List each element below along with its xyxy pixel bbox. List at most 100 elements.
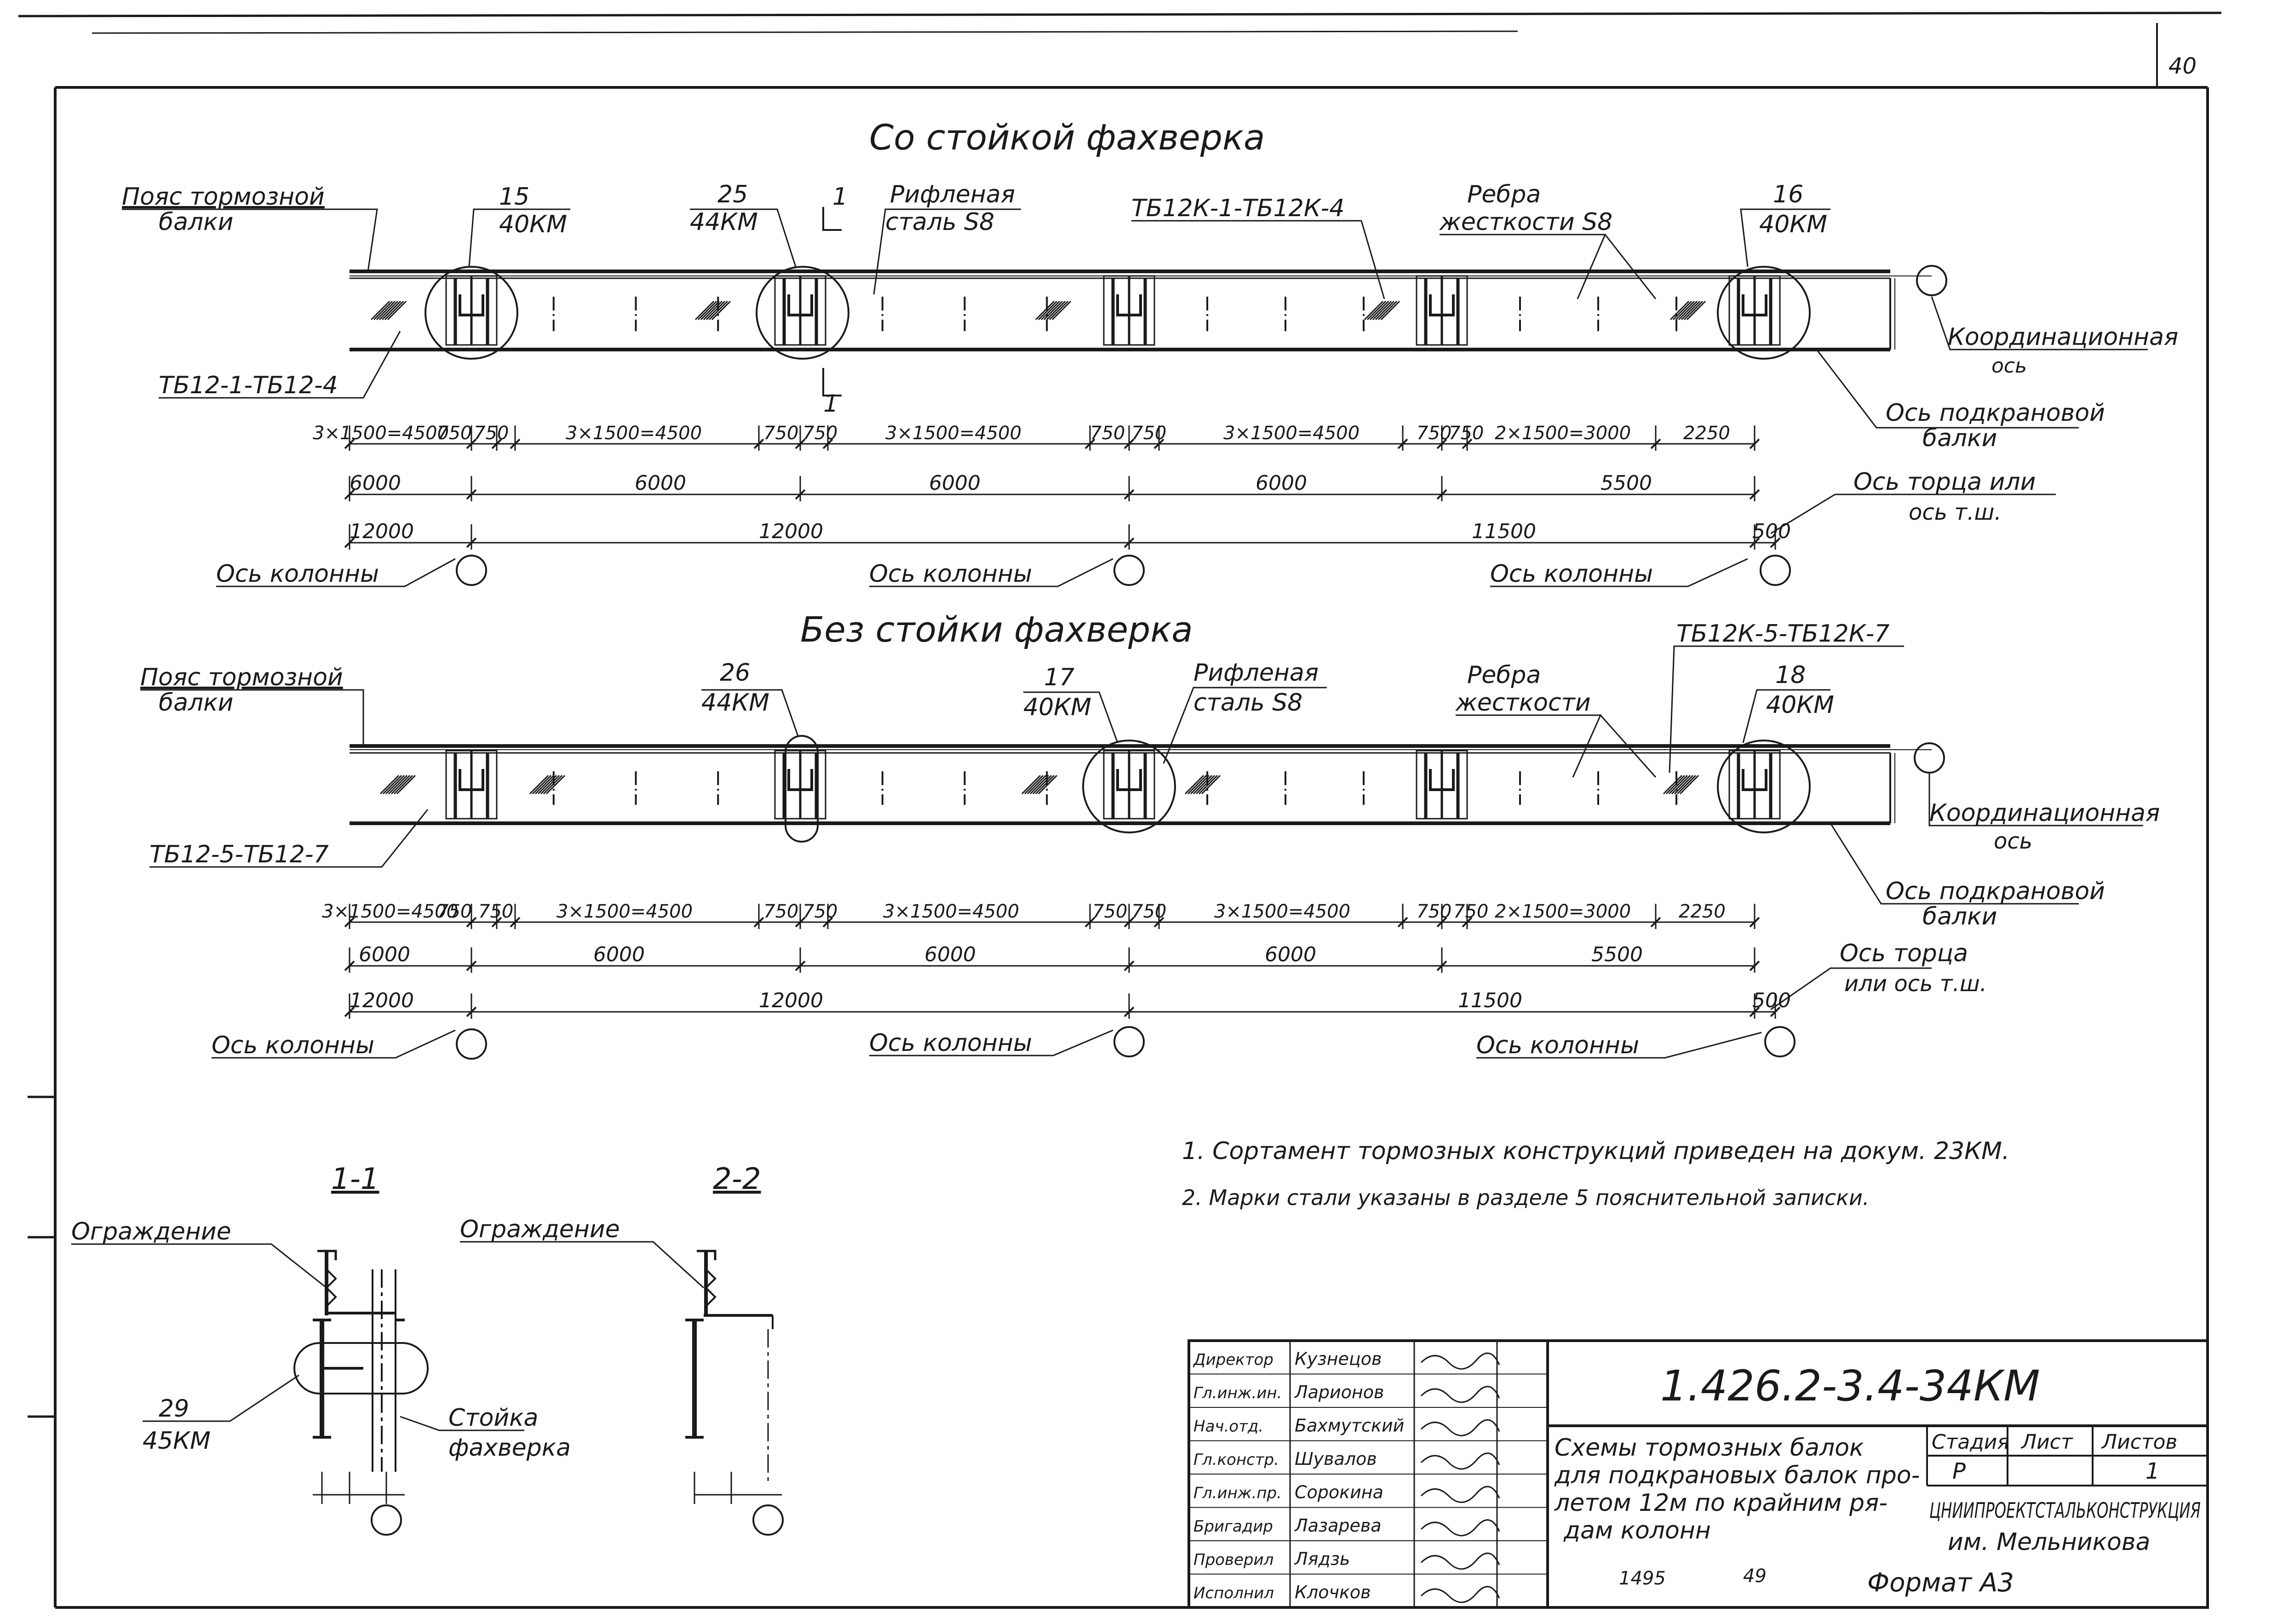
bottom-column-axis-3: Ось колонны	[1476, 1032, 1639, 1059]
signature-scribble	[1420, 1419, 1500, 1436]
top-left-mark: ТБ12-1-ТБ12-4	[159, 372, 338, 399]
staff-role: Исполнил	[1193, 1584, 1274, 1602]
beam-joint	[1416, 275, 1468, 346]
top-node1-number: 15	[499, 183, 529, 211]
bottom-coord-axis-circle	[1914, 742, 1945, 774]
description-1: Схемы тормозных балок	[1555, 1434, 1864, 1462]
checker-plate-mark	[1669, 300, 1706, 321]
top-section-mark: 1	[832, 183, 848, 211]
staff-role: Гл.констр.	[1193, 1451, 1279, 1469]
description-3: летом 12м по крайним ря-	[1554, 1489, 1887, 1517]
staff-role: Бригадир	[1193, 1517, 1273, 1536]
bottom-ribs-2: жесткости	[1455, 689, 1591, 717]
dimension-label: 750	[437, 423, 472, 444]
top-checker-marks	[370, 300, 1706, 321]
signature-scribble	[1420, 1586, 1500, 1603]
signature-scribble	[1420, 1352, 1500, 1370]
staff-role: Нач.отд.	[1193, 1417, 1263, 1436]
bottom-coord-axis-2: ось	[1994, 828, 2032, 854]
dimension-label: 11500	[1472, 520, 1536, 543]
signature-scribble	[1420, 1452, 1500, 1470]
dimension-label: 750	[437, 901, 472, 922]
top-node1-sheet: 40КМ	[499, 211, 567, 238]
dimension-label: 6000	[350, 471, 401, 495]
bottom-number-2: 49	[1743, 1566, 1767, 1587]
staff-name: Клочков	[1295, 1582, 1371, 1602]
bottom-scheme: Без стойки фахверка Пояс тормозной балки…	[140, 609, 2160, 1060]
bottom-node3-sheet: 40КМ	[1766, 691, 1834, 719]
dimension-label: 2250	[1683, 423, 1730, 444]
checker-plate-mark	[370, 300, 407, 321]
dimension-label: 750	[763, 901, 798, 922]
organization-name: ЦНИИПРОЕКТСТАЛЬКОНСТРУКЦИЯ	[1929, 1498, 2201, 1523]
beam-joint	[445, 275, 498, 346]
dimension-label: 750	[803, 901, 838, 922]
top-coord-axis-circle	[1916, 265, 1947, 296]
top-column-axis-2: Ось колонны	[869, 560, 1032, 588]
dimension-label: 750	[1417, 901, 1451, 922]
bottom-column-axes: Ось колонны Ось колонны Ось колонны	[212, 1026, 1796, 1060]
staff-role: Проверил	[1193, 1551, 1274, 1569]
dimension-label: 3×1500=4500	[566, 423, 702, 444]
note-1: 1. Сортамент тормозных конструкций приве…	[1182, 1137, 2009, 1165]
top-section-mark-bottom: 1	[823, 390, 838, 418]
bottom-crane-axis-1: Ось подкрановой	[1886, 878, 2105, 905]
top-end-axis-2: ось т.ш.	[1909, 499, 2002, 525]
dimension-label: 5500	[1601, 471, 1652, 495]
section-1-1-post-1: Стойка	[448, 1404, 538, 1432]
dimension-label: 750	[1453, 901, 1488, 922]
description-2: для подкрановых балок про-	[1554, 1462, 1920, 1489]
staff-name: Ларионов	[1294, 1382, 1384, 1402]
dimension-label: 3×1500=4500	[885, 423, 1021, 444]
dimension-label: 6000	[359, 943, 410, 966]
dimension-label: 750	[803, 423, 838, 444]
bottom-beam	[350, 735, 1932, 843]
bottom-scheme-title: Без стойки фахверка	[800, 609, 1193, 650]
section-1-1: 1-1 Ограждение 29 45КМ Стойка фахверка	[71, 1162, 571, 1536]
signature-scribble	[1420, 1552, 1500, 1570]
staff-name: Сорокина	[1295, 1482, 1383, 1503]
dimension-label: 6000	[593, 943, 645, 966]
checker-plate-mark	[1663, 775, 1699, 795]
staff-name: Шувалов	[1295, 1449, 1377, 1469]
sheet-frame: 40	[18, 11, 2222, 1609]
top-joints	[445, 275, 1781, 346]
section-2-2-title: 2-2	[713, 1162, 761, 1196]
bottom-checkered-2: сталь S8	[1193, 689, 1302, 717]
dimension-label: 2×1500=3000	[1495, 901, 1631, 922]
top-coord-axis-2: ось	[1991, 354, 2027, 378]
top-column-axis-1: Ось колонны	[216, 560, 379, 588]
beam-joint	[1728, 750, 1781, 820]
dimension-label: 2250	[1679, 901, 1726, 922]
top-node-circle-25	[756, 266, 849, 360]
top-node2-sheet: 44КМ	[690, 208, 758, 236]
dimension-label: 12000	[759, 520, 823, 543]
top-checkered-1: Рифленая	[890, 181, 1015, 208]
top-checkered-2: сталь S8	[885, 208, 994, 236]
dimension-label: 12000	[759, 989, 823, 1012]
beam-joint	[774, 275, 826, 346]
bottom-ribs-1: Ребра	[1467, 661, 1541, 689]
bottom-left-mark: ТБ12-5-ТБ12-7	[149, 841, 329, 868]
dimension-label: 12000	[350, 989, 414, 1012]
bottom-coord-axis-1: Координационная	[1929, 799, 2160, 827]
dimension-label: 11500	[1458, 989, 1522, 1012]
signature-scribble	[1420, 1386, 1500, 1403]
bottom-node2-number: 17	[1044, 664, 1074, 691]
bottom-node-circle-17	[1082, 740, 1176, 833]
stage-value: Р	[1952, 1458, 1966, 1484]
bottom-joints	[445, 750, 1781, 820]
bottom-node-circle-18	[1717, 740, 1811, 833]
dimension-label: 3×1500=4500	[1223, 423, 1360, 444]
note-2: 2. Марки стали указаны в разделе 5 поясн…	[1182, 1185, 1870, 1210]
dimension-label: 2×1500=3000	[1495, 423, 1631, 444]
notes: 1. Сортамент тормозных конструкций приве…	[1182, 1137, 2009, 1210]
checker-plate-mark	[379, 775, 416, 795]
beam-joint	[1416, 750, 1468, 820]
top-scheme-title: Со стойкой фахверка	[869, 117, 1265, 158]
top-belt-label-2: балки	[159, 208, 233, 236]
